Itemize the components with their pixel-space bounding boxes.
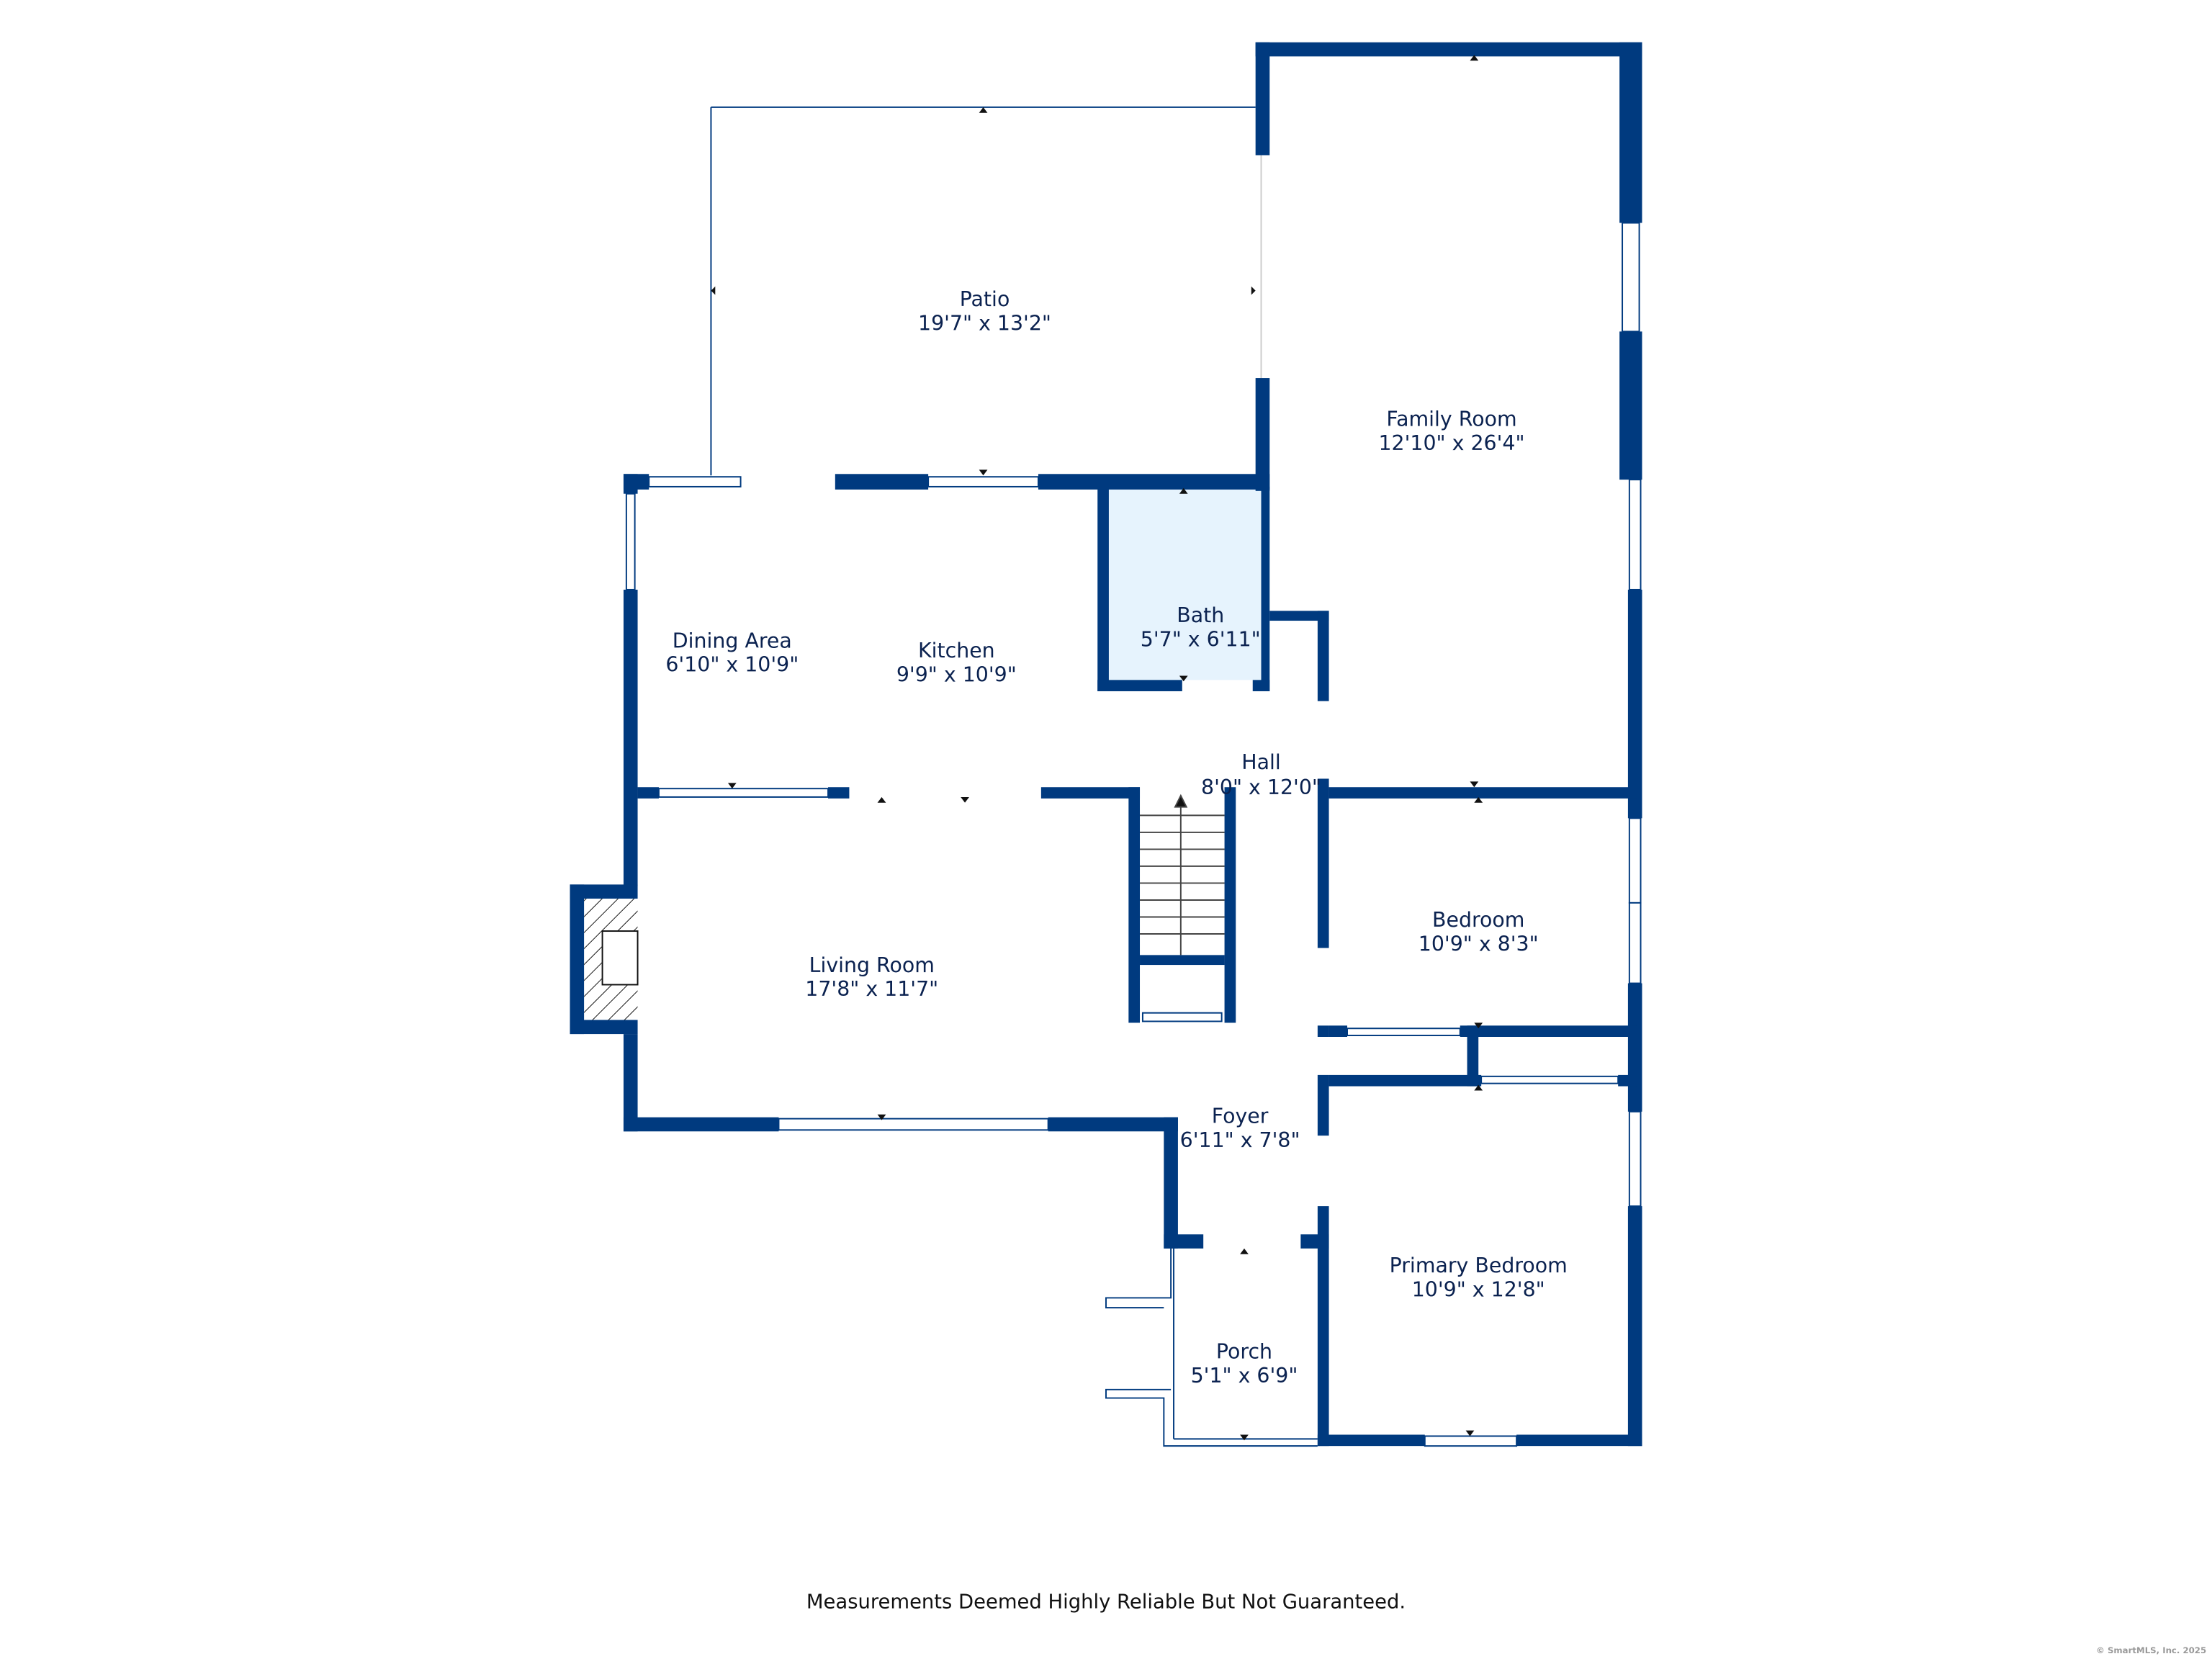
porch-outline — [1105, 1248, 1318, 1447]
room-name-hall: Hall — [1241, 750, 1281, 774]
room-size-dining-area: 6'10" x 10'9" — [665, 653, 799, 677]
bath-fill — [1108, 486, 1262, 680]
room-name-bath: Bath — [1177, 603, 1224, 627]
dimension-markers — [711, 55, 1483, 1441]
room-name-bedroom: Bedroom — [1432, 908, 1524, 932]
walls — [570, 42, 1642, 1447]
room-size-living-room: 17'8" x 11'7" — [805, 977, 938, 1001]
room-size-bath: 5'7" x 6'11" — [1141, 627, 1261, 651]
disclaimer: Measurements Deemed Highly Reliable But … — [806, 1591, 1406, 1613]
room-size-patio: 19'7" x 13'2" — [918, 311, 1051, 335]
room-name-foyer: Foyer — [1212, 1105, 1269, 1128]
room-size-foyer: 6'11" x 7'8" — [1180, 1128, 1300, 1152]
windows — [625, 222, 1642, 1447]
room-size-hall: 8'0" x 12'0" — [1201, 775, 1321, 799]
room-size-primary-bedroom: 10'9" x 12'8" — [1412, 1277, 1545, 1301]
room-size-bedroom: 10'9" x 8'3" — [1419, 932, 1539, 956]
room-name-family-room: Family Room — [1386, 408, 1516, 431]
room-name-primary-bedroom: Primary Bedroom — [1390, 1254, 1568, 1277]
staircase — [1140, 793, 1225, 956]
room-name-dining-area: Dining Area — [673, 629, 792, 652]
room-size-kitchen: 9'9" x 10'9" — [896, 662, 1017, 686]
room-name-living-room: Living Room — [809, 953, 935, 977]
room-name-patio: Patio — [960, 287, 1010, 311]
room-size-family-room: 12'10" x 26'4" — [1378, 431, 1524, 455]
room-size-porch: 5'1" x 6'9" — [1191, 1364, 1298, 1388]
room-name-porch: Porch — [1216, 1340, 1272, 1364]
room-name-kitchen: Kitchen — [918, 639, 995, 662]
fireplace — [584, 899, 639, 1020]
copyright: © SmartMLS, Inc. 2025 — [2096, 1645, 2206, 1655]
room-labels: Patio 19'7" x 13'2" Family Room 12'10" x… — [665, 287, 1567, 1388]
